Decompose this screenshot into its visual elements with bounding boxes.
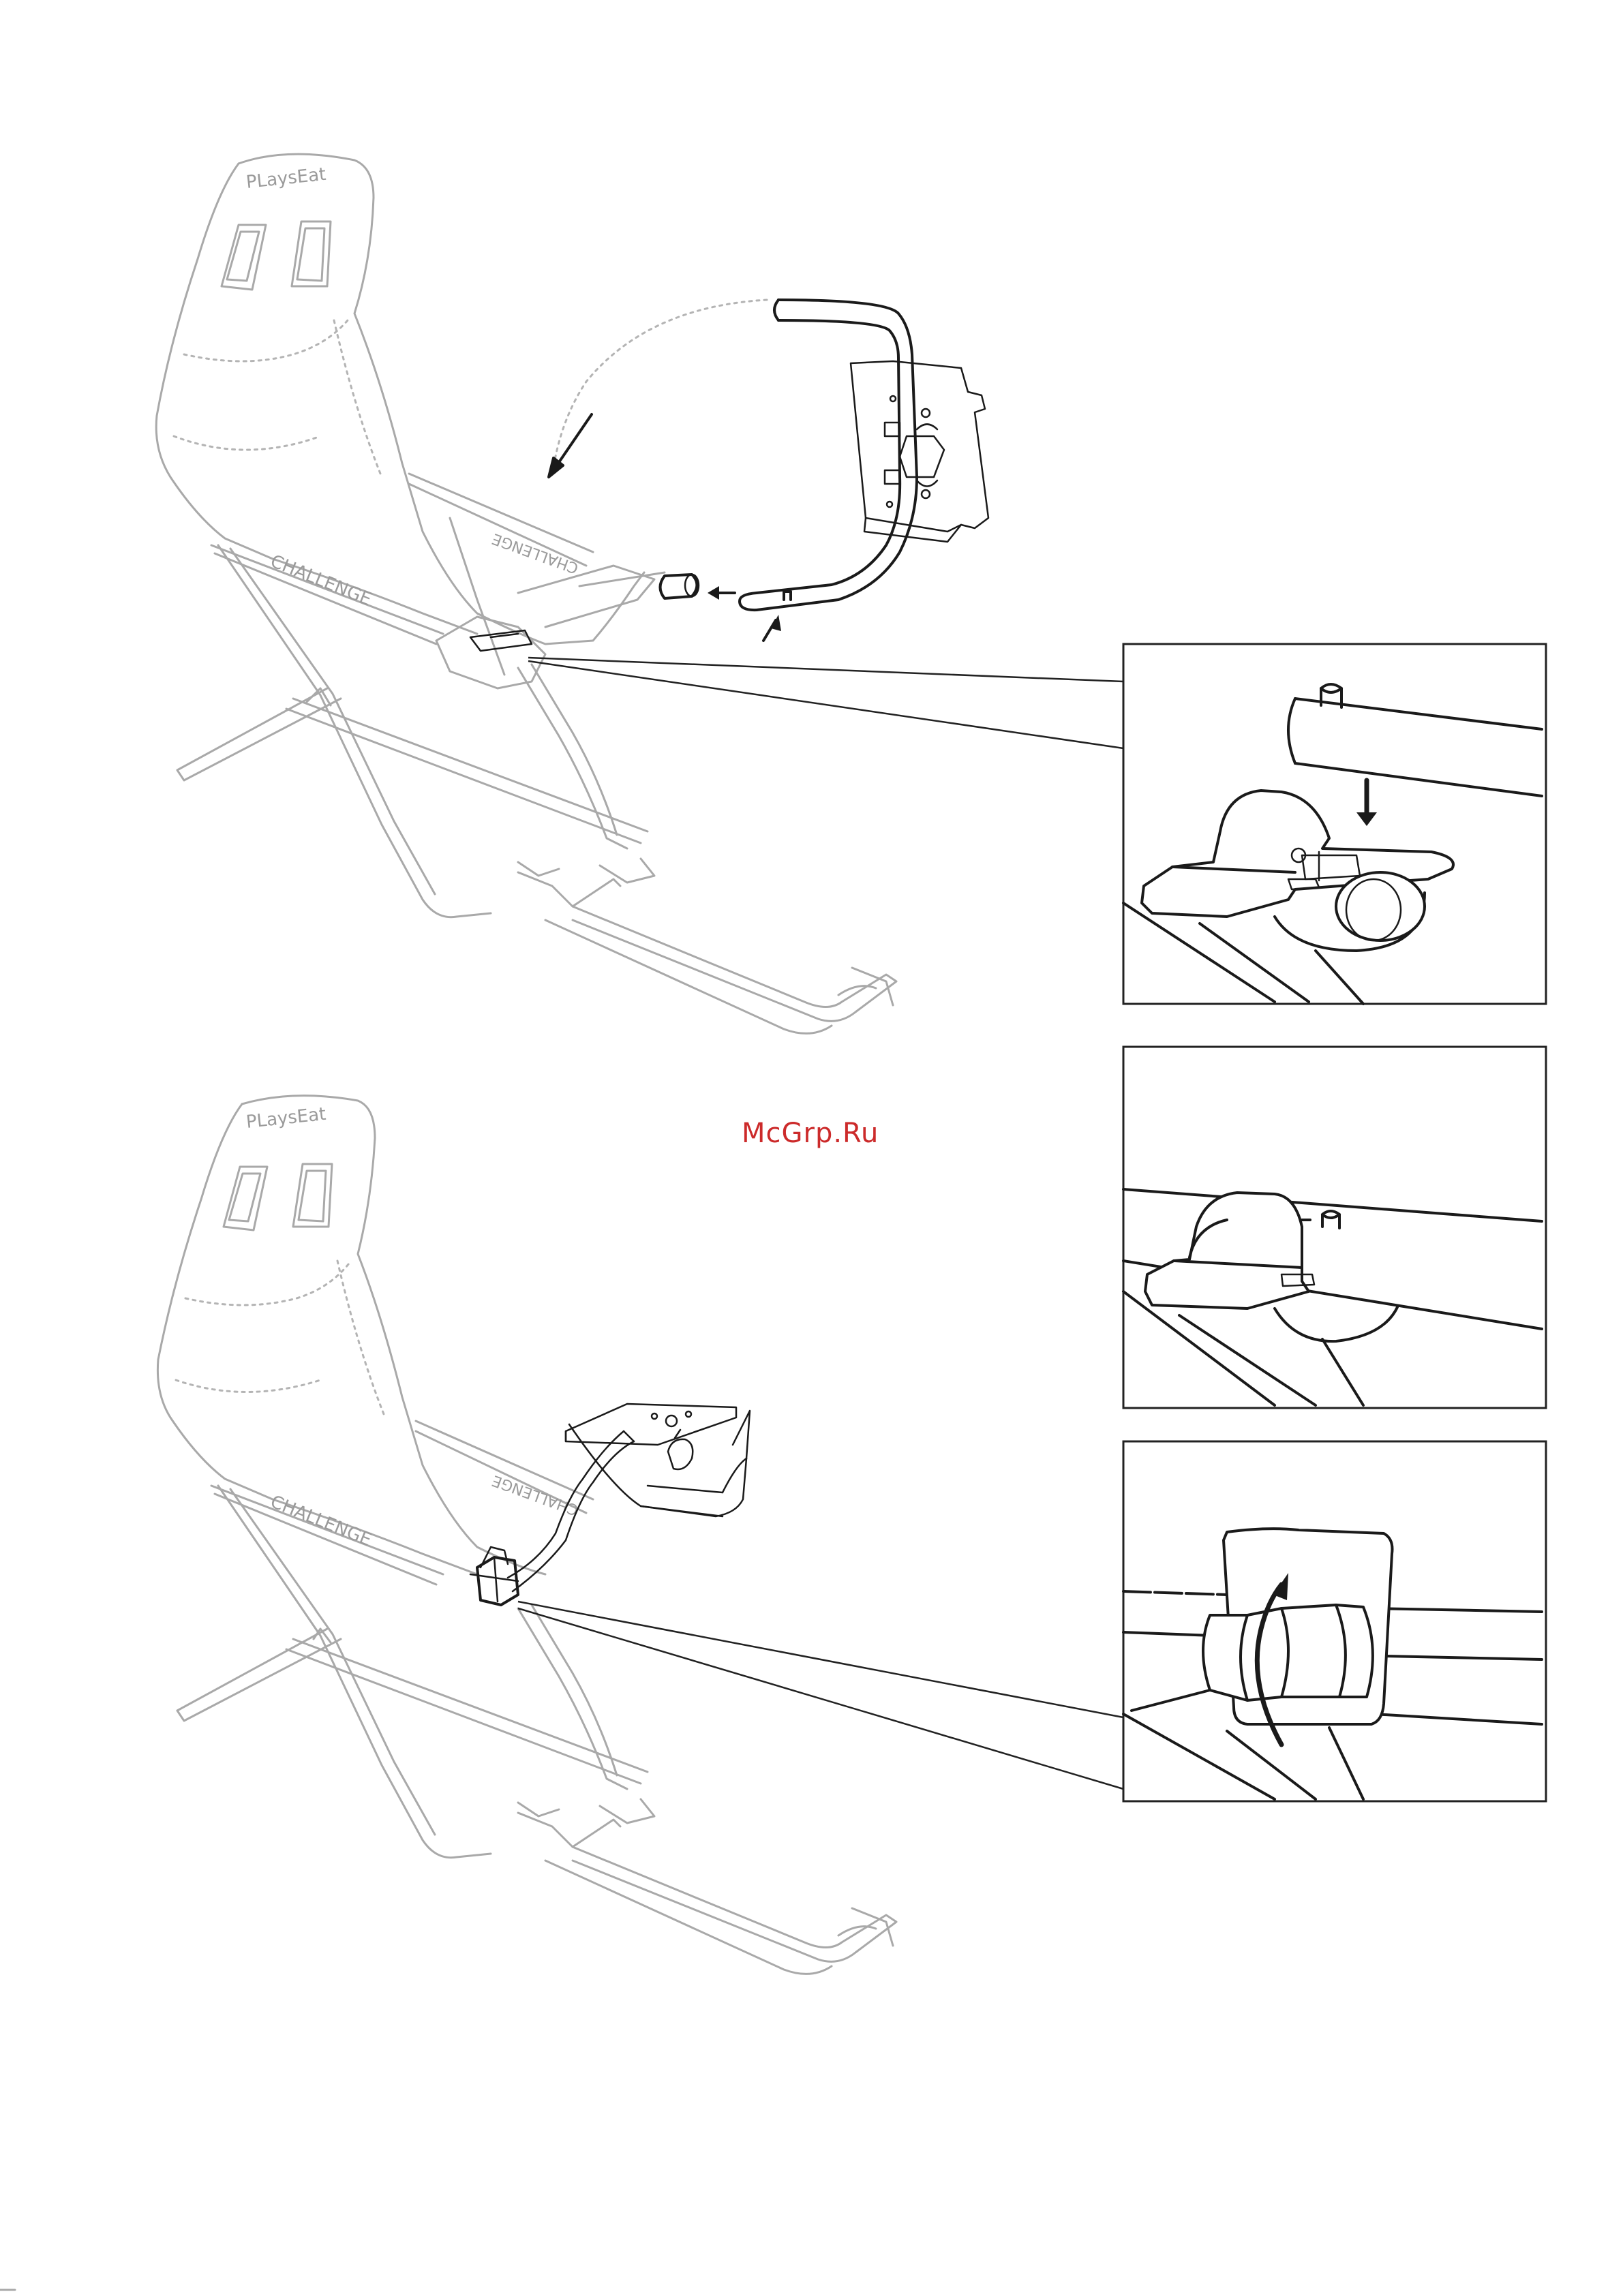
plate-hole xyxy=(885,423,900,436)
leader-line xyxy=(528,658,1123,682)
brand-logo-bottom: PLaysEat xyxy=(245,1104,327,1133)
detail-panel-1 xyxy=(1123,644,1546,1004)
motion-arc xyxy=(552,300,767,477)
wheel-mounting-plate xyxy=(851,361,988,542)
seat-clamp-top xyxy=(470,630,532,651)
brand-logo-top: PLaysEat xyxy=(245,164,327,193)
detail-panel-2 xyxy=(1123,1047,1546,1408)
receiver-tube xyxy=(661,575,697,598)
side-label-top: CHALLENGE xyxy=(490,530,581,577)
wheel-support-tube xyxy=(740,300,917,610)
seat-illustration-top xyxy=(156,154,896,1033)
watermark-text: McGrp.Ru xyxy=(742,1118,879,1149)
detail-panel-3 xyxy=(1123,1441,1546,1801)
side-label-bottom: CHALLENGE xyxy=(490,1471,581,1518)
seat-illustration-bottom xyxy=(157,1096,896,1974)
